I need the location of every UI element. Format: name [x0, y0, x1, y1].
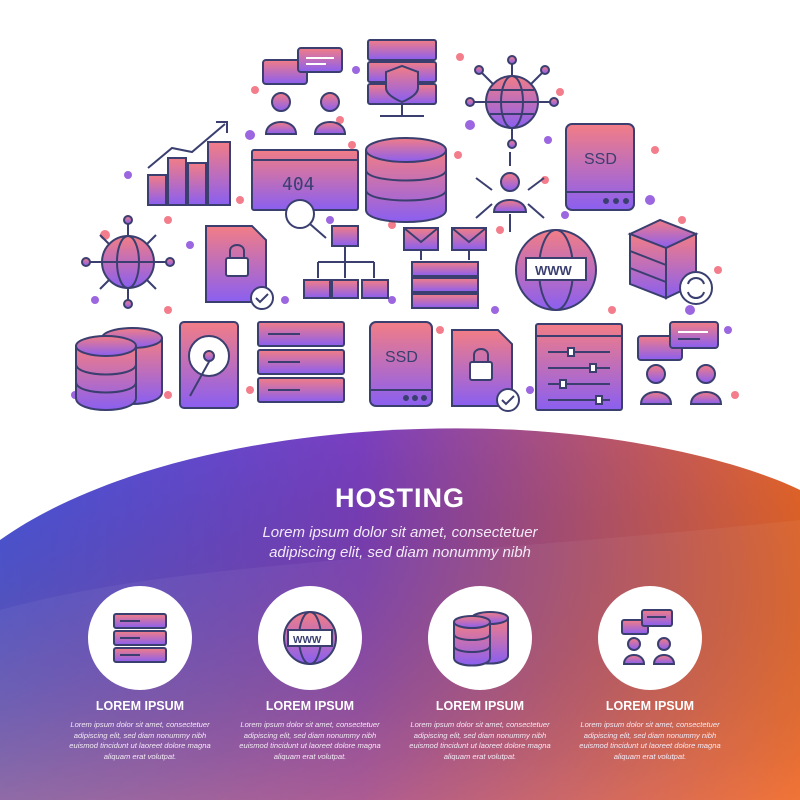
feature-desc-line: Lorem ipsum dolor sit amet, consectetuer	[580, 720, 720, 729]
feature-desc-line: adipiscing elit, sed diam nonummy nibh	[73, 730, 207, 740]
feature-desc-line: adipiscing elit, sed diam nonummy nibh	[413, 730, 547, 740]
www-globe-icon: WWW	[283, 611, 337, 665]
feature-title: LOREM IPSUM	[265, 699, 355, 713]
www-globe-icon	[515, 229, 597, 311]
feature-icon-circle: WWW	[258, 586, 362, 690]
page-subtitle: Lorem ipsum dolor sit amet, consectetuer…	[0, 523, 800, 563]
feature-desc-line: euismod tincidunt ut laoreet dolore magn…	[409, 741, 551, 750]
ssd-bottom-label: SSD	[385, 349, 418, 366]
feature-desc-line: adipiscing elit, sed diam nonummy nibh	[243, 730, 377, 740]
chat-users-icon	[262, 47, 347, 135]
feature-icon-circle	[428, 586, 532, 690]
feature-description: Lorem ipsum dolor sit amet, consectetuer…	[395, 720, 565, 762]
server-rack-icon	[257, 321, 345, 403]
feature-title: LOREM IPSUM	[435, 699, 525, 713]
server-rack-icon	[113, 613, 167, 663]
feature-www: WWW LOREM IPSUM Lorem ipsum dolor sit am…	[225, 586, 395, 762]
network-globe-icon	[465, 55, 559, 149]
hard-drive-icon	[179, 321, 239, 409]
email-server-icon	[403, 227, 487, 309]
database-icon	[453, 611, 509, 667]
feature-icon-circle	[598, 586, 702, 690]
database-icon	[365, 137, 447, 223]
chat-users-icon	[621, 609, 676, 665]
feature-server: LOREM IPSUM Lorem ipsum dolor sit amet, …	[55, 586, 225, 762]
feature-desc-line: adipiscing elit, sed diam nonummy nibh	[583, 730, 717, 740]
feature-desc-line: euismod tincidunt ut laoreet dolore magn…	[239, 741, 381, 750]
chat-users-right-icon	[637, 321, 723, 405]
feature-desc-line: aliquam erat volutpat.	[443, 751, 517, 761]
ssd-top-label: SSD	[584, 151, 617, 168]
www-small-label: WWW	[293, 635, 322, 646]
ssd-drive-small-icon	[369, 321, 433, 407]
server-lock-icon	[367, 39, 437, 117]
subtitle-line: adipiscing elit, sed diam nonummy nibh	[269, 544, 531, 561]
gradient-overlay	[0, 428, 800, 800]
www-label: WWW	[535, 263, 573, 278]
server-sync-icon	[627, 218, 713, 305]
feature-description: Lorem ipsum dolor sit amet, consectetuer…	[225, 720, 395, 762]
feature-title: LOREM IPSUM	[605, 699, 695, 713]
feature-desc-line: Lorem ipsum dolor sit amet, consectetuer	[70, 720, 210, 729]
user-network-icon	[475, 152, 545, 232]
page-title: HOSTING	[334, 483, 465, 513]
settings-window-icon	[535, 323, 623, 411]
locked-file-icon	[205, 225, 274, 310]
feature-description: Lorem ipsum dolor sit amet, consectetuer…	[565, 720, 735, 762]
subtitle-line: Lorem ipsum dolor sit amet, consectetuer	[262, 524, 538, 541]
feature-desc-line: Lorem ipsum dolor sit amet, consectetuer	[240, 720, 380, 729]
growth-chart-icon	[147, 121, 231, 206]
globe-network-icon	[81, 215, 175, 309]
feature-chat: LOREM IPSUM Lorem ipsum dolor sit amet, …	[565, 586, 735, 762]
gradient-wave	[0, 520, 800, 800]
decorative-dots	[71, 53, 739, 399]
network-diagram-icon	[303, 225, 389, 299]
secure-file-icon	[451, 329, 520, 412]
not-found-page-icon	[251, 149, 359, 239]
feature-icon-circle	[88, 586, 192, 690]
ssd-drive-icon	[565, 123, 635, 211]
feature-desc-line: aliquam erat volutpat.	[613, 751, 687, 761]
feature-database: LOREM IPSUM Lorem ipsum dolor sit amet, …	[395, 586, 565, 762]
feature-description: Lorem ipsum dolor sit amet, consectetuer…	[55, 720, 225, 762]
feature-desc-line: Lorem ipsum dolor sit amet, consectetuer	[410, 720, 550, 729]
feature-title: LOREM IPSUM	[95, 699, 185, 713]
feature-desc-line: euismod tincidunt ut laoreet dolore magn…	[69, 741, 211, 750]
not-found-label: 404	[282, 174, 315, 195]
database-stack-icon	[75, 327, 163, 411]
feature-desc-line: aliquam erat volutpat.	[103, 751, 177, 761]
feature-desc-line: euismod tincidunt ut laoreet dolore magn…	[579, 741, 721, 750]
feature-desc-line: aliquam erat volutpat.	[273, 751, 347, 761]
